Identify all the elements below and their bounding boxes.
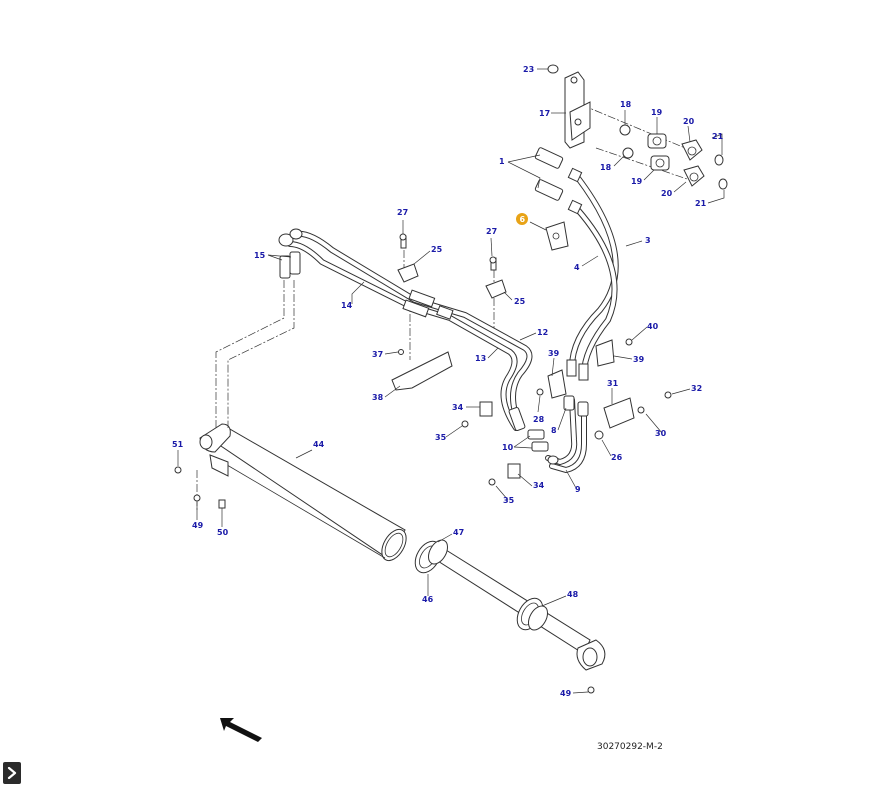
callout-1: 1 (499, 157, 505, 166)
callout-21-lower: 21 (695, 199, 707, 208)
callout-18-lower: 18 (600, 163, 612, 172)
drawing-reference-code: 30270292-M-2 (597, 742, 663, 752)
callout-labels: 23 17 18 19 20 21 1 18 19 20 21 6 3 4 27… (172, 65, 724, 698)
callout-30: 30 (655, 429, 667, 438)
callout-28: 28 (533, 415, 545, 424)
callout-46: 46 (422, 595, 434, 604)
fittings (278, 147, 589, 465)
callout-34: 34 (452, 403, 464, 412)
callout-21: 21 (712, 132, 724, 141)
callout-35-lower: 35 (503, 496, 515, 505)
callout-27-right: 27 (486, 227, 497, 236)
callout-18: 18 (620, 100, 632, 109)
tubes-12-13-14 (287, 230, 533, 431)
callout-26: 26 (611, 453, 623, 462)
callout-32: 32 (691, 384, 702, 393)
callout-25-right: 25 (514, 297, 526, 306)
callout-19-lower: 19 (631, 177, 643, 186)
callout-6-highlight (516, 213, 528, 225)
callout-17: 17 (539, 109, 550, 118)
callout-3: 3 (645, 236, 651, 245)
callout-31: 31 (607, 379, 619, 388)
callout-12: 12 (537, 328, 548, 337)
callout-34-lower: 34 (533, 481, 545, 490)
callout-4: 4 (574, 263, 580, 272)
callout-25: 25 (431, 245, 443, 254)
callout-51: 51 (172, 440, 184, 449)
callout-50: 50 (217, 528, 229, 537)
orientation-arrow (220, 718, 262, 742)
callout-39-right: 39 (633, 355, 645, 364)
leader-lines (177, 68, 725, 694)
callout-35: 35 (435, 433, 447, 442)
chevron-right-icon (7, 767, 17, 779)
callout-39: 39 (548, 349, 560, 358)
bracket-6 (545, 221, 569, 251)
callout-44: 44 (313, 440, 325, 449)
callout-20: 20 (683, 117, 695, 126)
callout-37: 37 (372, 350, 383, 359)
expand-panel-button[interactable] (3, 762, 21, 784)
bracket-17-assembly (547, 64, 728, 190)
hydraulic-cylinder-barrel (199, 423, 407, 562)
callout-19: 19 (651, 108, 663, 117)
callout-9: 9 (575, 485, 581, 494)
callout-40: 40 (647, 322, 659, 331)
callout-8: 8 (551, 426, 557, 435)
callout-48: 48 (567, 590, 579, 599)
callout-20-lower: 20 (661, 189, 673, 198)
hoses-3-4 (566, 175, 619, 381)
piston-rod-assembly (414, 539, 606, 671)
callout-38: 38 (372, 393, 384, 402)
callout-49: 49 (192, 521, 204, 530)
callout-10: 10 (502, 443, 514, 452)
callout-14: 14 (341, 301, 353, 310)
callout-6: 6 (520, 215, 526, 224)
callout-23: 23 (523, 65, 534, 74)
callout-15: 15 (254, 251, 266, 260)
callout-49-lower: 49 (560, 689, 572, 698)
callout-13: 13 (475, 354, 486, 363)
callout-47: 47 (453, 528, 464, 537)
clamps-brackets (174, 233, 672, 694)
callout-27: 27 (397, 208, 408, 217)
